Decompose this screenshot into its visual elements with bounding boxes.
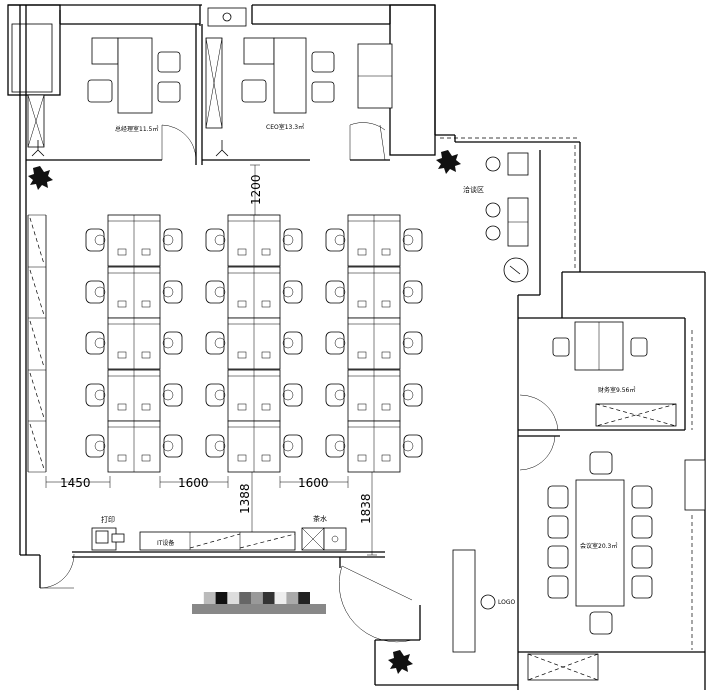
desk-pair bbox=[325, 214, 423, 267]
label-print: 打印 bbox=[101, 515, 115, 524]
legend-swatch bbox=[239, 592, 251, 604]
legend-swatch bbox=[251, 592, 263, 604]
dimensions: 1200 1450 1600 1600 1388 1838 bbox=[45, 164, 377, 556]
desk-pair bbox=[205, 214, 303, 267]
entrance-area: LOGO bbox=[374, 549, 518, 686]
desk-pair bbox=[205, 266, 303, 319]
legend-bar bbox=[192, 604, 326, 614]
legend-swatch bbox=[192, 592, 204, 604]
dimension-1450: 1450 bbox=[60, 476, 91, 490]
desk-pair bbox=[325, 420, 423, 473]
desk-pair bbox=[85, 214, 183, 267]
workstation-cluster bbox=[325, 214, 423, 473]
desk-pair bbox=[205, 420, 303, 473]
plant-icon bbox=[436, 150, 461, 174]
desk-pair bbox=[325, 317, 423, 370]
desk-pair bbox=[85, 266, 183, 319]
workstation-cluster bbox=[85, 214, 183, 473]
room-label-general-manager: 总经理室11.5㎡ bbox=[115, 125, 158, 133]
legend-swatch bbox=[298, 592, 310, 604]
ceo-office: CEO室13.3㎡ bbox=[205, 37, 393, 157]
meeting-room: 会议室20.3㎡ bbox=[518, 451, 706, 681]
finance-room: 财务室9.56㎡ bbox=[517, 271, 706, 690]
gm-office: 总经理室11.5㎡ bbox=[27, 37, 181, 157]
room-label-finance: 财务室9.56㎡ bbox=[598, 386, 635, 394]
left-window-wall bbox=[27, 214, 47, 473]
grayscale-legend bbox=[192, 592, 326, 614]
desk-pair bbox=[325, 266, 423, 319]
lounge-area: 洽谈区 bbox=[435, 134, 581, 296]
legend-swatch bbox=[215, 592, 228, 604]
label-logo: LOGO bbox=[498, 599, 516, 606]
room-label-ceo: CEO室13.3㎡ bbox=[266, 123, 304, 131]
plant-icon bbox=[28, 166, 53, 190]
room-label-lounge: 洽谈区 bbox=[463, 185, 484, 194]
room-label-meeting: 会议室20.3㎡ bbox=[580, 542, 617, 550]
label-it-equipment: IT设备 bbox=[157, 539, 174, 547]
dimension-1600-left: 1600 bbox=[178, 476, 209, 490]
dimension-1600-right: 1600 bbox=[298, 476, 329, 490]
dimension-1200: 1200 bbox=[249, 174, 263, 205]
legend-swatch bbox=[286, 592, 299, 604]
desk-pair bbox=[85, 369, 183, 422]
legend-swatch bbox=[227, 592, 240, 604]
legend-swatch bbox=[262, 592, 275, 604]
label-tea: 茶水 bbox=[313, 514, 327, 523]
outer-walls bbox=[7, 4, 436, 588]
plant-icon bbox=[388, 650, 413, 674]
desk-pair bbox=[205, 369, 303, 422]
dimension-1388: 1388 bbox=[238, 483, 252, 514]
dimension-1838: 1838 bbox=[359, 493, 373, 524]
workstation-clusters bbox=[85, 214, 423, 473]
legend-swatch bbox=[274, 592, 287, 604]
desk-pair bbox=[85, 420, 183, 473]
desk-pair bbox=[325, 369, 423, 422]
desk-pair bbox=[205, 317, 303, 370]
desk-pair bbox=[85, 317, 183, 370]
bottom-counter: 打印 IT设备 茶水 bbox=[39, 514, 413, 643]
workstation-cluster bbox=[205, 214, 303, 473]
legend-swatch bbox=[203, 592, 216, 604]
office-partition bbox=[26, 24, 390, 165]
